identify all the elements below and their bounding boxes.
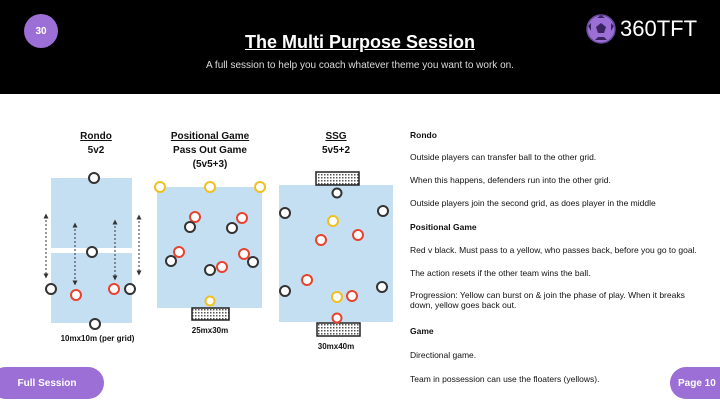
player bbox=[226, 222, 238, 234]
player bbox=[204, 264, 216, 276]
player bbox=[124, 283, 136, 295]
player bbox=[352, 229, 364, 241]
player bbox=[238, 248, 250, 260]
goalkeeper bbox=[204, 295, 216, 307]
rondo-size: 10mx10m (per grid) bbox=[60, 334, 135, 343]
player bbox=[86, 246, 98, 258]
player bbox=[108, 283, 120, 295]
positional-size: 25mx30m bbox=[191, 326, 229, 335]
rondo-grid-top bbox=[51, 178, 132, 248]
positional-pitch bbox=[157, 187, 262, 308]
goal bbox=[316, 322, 361, 337]
player bbox=[89, 318, 101, 330]
player bbox=[346, 290, 358, 302]
player bbox=[216, 261, 228, 273]
goal bbox=[191, 307, 230, 321]
note-text: The action resets if the other team wins… bbox=[410, 268, 591, 278]
page-title: The Multi Purpose Session bbox=[244, 32, 476, 52]
ssg-size: 30mx40m bbox=[317, 342, 355, 351]
player bbox=[331, 291, 343, 303]
player bbox=[247, 256, 259, 268]
player bbox=[236, 212, 248, 224]
logo: 360TFT bbox=[586, 14, 697, 44]
player bbox=[279, 207, 291, 219]
page-button[interactable]: Page 10 bbox=[670, 367, 720, 399]
player bbox=[376, 281, 388, 293]
football-icon bbox=[586, 14, 616, 44]
note-text: When this happens, defenders run into th… bbox=[410, 175, 611, 185]
player bbox=[165, 255, 177, 267]
player bbox=[204, 181, 216, 193]
note-heading: Positional Game bbox=[410, 222, 477, 232]
goalkeeper bbox=[331, 312, 343, 324]
player bbox=[173, 246, 185, 258]
header: 30 The Multi Purpose Session A full sess… bbox=[0, 0, 720, 94]
page-subtitle: A full session to help you coach whateve… bbox=[206, 60, 514, 71]
positional-diagram bbox=[157, 187, 262, 321]
goal bbox=[315, 171, 360, 186]
player bbox=[189, 211, 201, 223]
full-session-button[interactable]: Full Session bbox=[0, 367, 104, 399]
player bbox=[279, 285, 291, 297]
player bbox=[45, 283, 57, 295]
logo-text: 360TFT bbox=[620, 16, 698, 41]
player bbox=[254, 181, 266, 193]
player bbox=[301, 274, 313, 286]
note-text: Outside players join the second grid, as… bbox=[410, 198, 656, 208]
player bbox=[315, 234, 327, 246]
note-text: Team in possession can use the floaters … bbox=[410, 374, 600, 384]
player bbox=[88, 172, 100, 184]
note-heading: Rondo bbox=[410, 130, 437, 140]
note-text: Progression: Yellow can burst on & join … bbox=[410, 290, 685, 310]
player bbox=[70, 289, 82, 301]
player bbox=[327, 215, 339, 227]
player bbox=[154, 181, 166, 193]
page-number-badge: 30 bbox=[24, 14, 58, 48]
player bbox=[184, 221, 196, 233]
note-text: Directional game. bbox=[410, 350, 477, 360]
player bbox=[377, 205, 389, 217]
note-text: Outside players can transfer ball to the… bbox=[410, 152, 597, 162]
goalkeeper bbox=[331, 187, 343, 199]
note-heading: Game bbox=[410, 326, 434, 336]
note-text: Red v black. Must pass to a yellow, who … bbox=[410, 245, 697, 255]
